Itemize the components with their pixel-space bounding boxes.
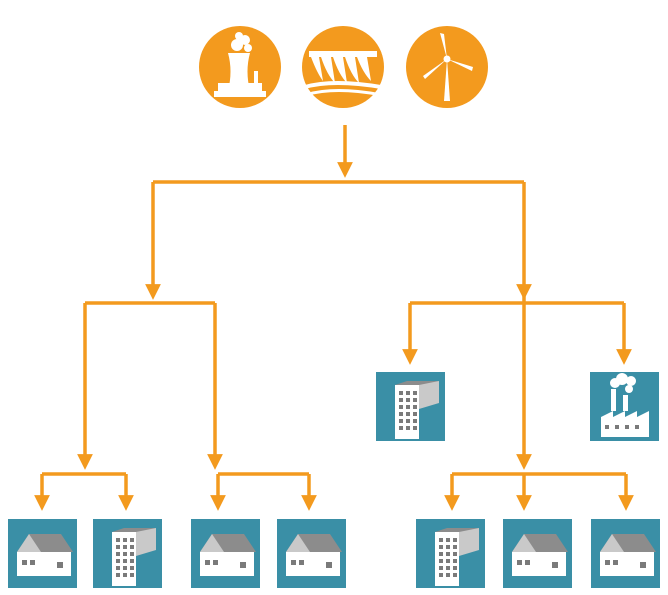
source-wind [406, 26, 488, 108]
consumer-tile [8, 519, 77, 588]
consumer-tile [591, 519, 660, 588]
source-hydro [302, 26, 384, 108]
house-icon [286, 534, 342, 576]
power-sources [199, 26, 488, 108]
hydro-dam-icon [305, 51, 381, 96]
consumer-tile [191, 519, 260, 588]
consumer-tile [590, 372, 659, 441]
source-nuclear [199, 26, 281, 108]
consumer-tile [376, 372, 445, 441]
house-icon [512, 534, 568, 576]
consumer-tiles [8, 372, 660, 588]
consumer-tile [503, 519, 572, 588]
consumer-tile [93, 519, 162, 588]
consumer-tile [277, 519, 346, 588]
nuclear-plant-icon [214, 32, 266, 97]
consumer-tile [416, 519, 485, 588]
house-icon [200, 534, 256, 576]
house-icon [600, 534, 656, 576]
connector-lines [34, 125, 634, 511]
house-icon [17, 534, 73, 576]
wind-turbine-icon [423, 33, 473, 101]
